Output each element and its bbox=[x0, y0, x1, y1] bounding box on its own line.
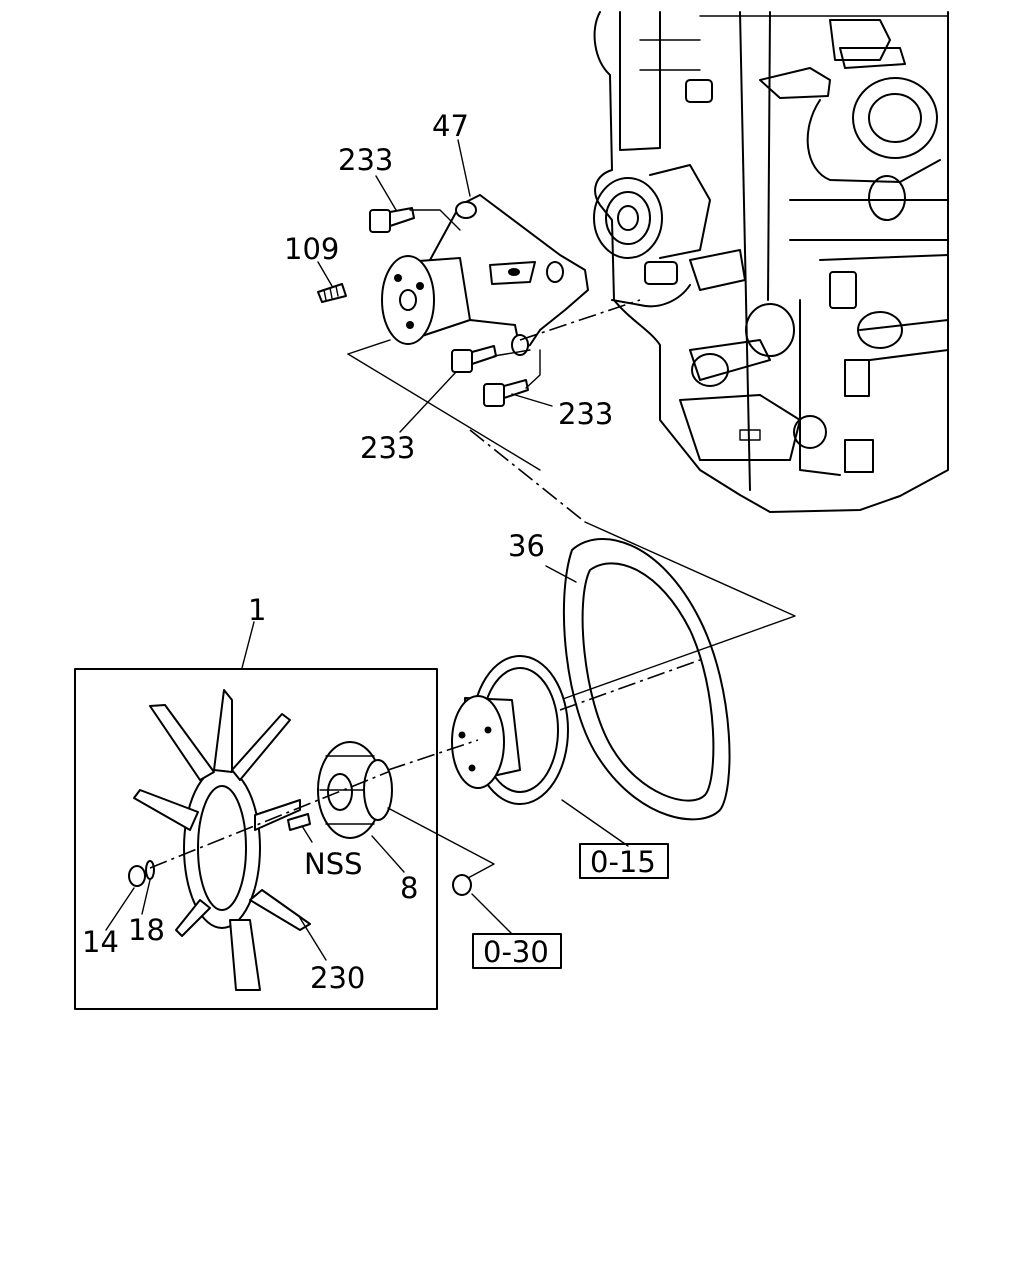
callout-nss: NSS bbox=[304, 847, 363, 881]
callout-18: 18 bbox=[128, 913, 165, 947]
reference-0-30[interactable]: 0-30 bbox=[483, 935, 549, 969]
fan-clutch-8 bbox=[317, 741, 393, 839]
callout-233-bottom-left: 233 bbox=[360, 431, 415, 465]
bolt-233-lower-right bbox=[483, 379, 529, 407]
callout-233-top: 233 bbox=[338, 143, 393, 177]
fan-pulley bbox=[451, 655, 569, 805]
bolt-233-lower-left bbox=[451, 345, 497, 373]
belt-36 bbox=[562, 537, 731, 821]
callout-233-bottom-right: 233 bbox=[558, 397, 613, 431]
stud-109 bbox=[317, 283, 347, 303]
callout-230: 230 bbox=[310, 961, 365, 995]
reference-box-0-30[interactable]: 0-30 bbox=[472, 933, 562, 969]
fan-assembly-box bbox=[74, 668, 438, 1010]
bolt-233-top bbox=[369, 207, 415, 233]
callout-47: 47 bbox=[432, 109, 469, 143]
fan-blades-230 bbox=[133, 689, 311, 991]
callout-14: 14 bbox=[82, 925, 119, 959]
reference-0-15[interactable]: 0-15 bbox=[590, 845, 656, 879]
reference-box-0-15[interactable]: 0-15 bbox=[579, 843, 669, 879]
engine-block bbox=[593, 11, 949, 513]
stud-nss bbox=[287, 813, 311, 831]
nut-030 bbox=[452, 874, 472, 896]
washer-18 bbox=[145, 860, 155, 880]
callout-109: 109 bbox=[284, 232, 339, 266]
callout-8: 8 bbox=[400, 871, 418, 905]
water-pump bbox=[381, 194, 589, 356]
callout-1: 1 bbox=[248, 593, 266, 627]
nut-14 bbox=[128, 865, 146, 887]
callout-36: 36 bbox=[508, 529, 545, 563]
